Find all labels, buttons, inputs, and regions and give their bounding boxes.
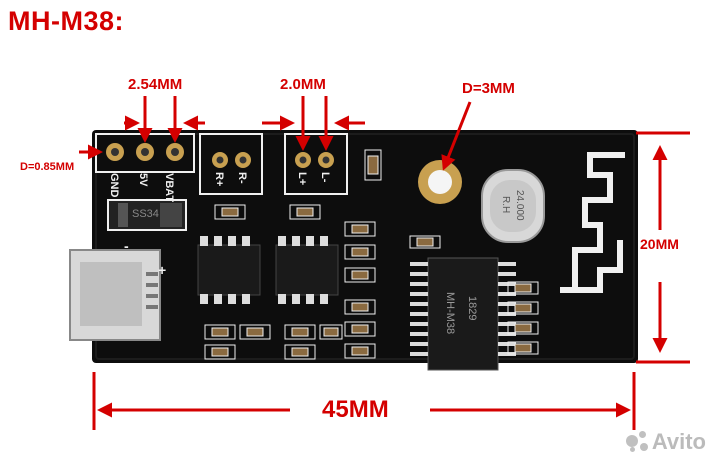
silk-r-plus: R+ [213, 172, 225, 187]
bt-chip-code: 1829 [466, 296, 478, 321]
micro-usb-port [69, 249, 161, 341]
left-speaker-pins [295, 152, 334, 168]
annotation-arrows [79, 96, 690, 430]
silk-l-plus: L+ [296, 172, 308, 186]
mounting-hole [418, 160, 462, 204]
diode-ss34 [107, 199, 187, 231]
silk-usb-plus: + [158, 262, 167, 278]
silk-r-minus: R- [236, 172, 248, 184]
power-pins [106, 143, 184, 161]
right-speaker-header-outline [199, 133, 263, 195]
crystal-brand: R.H [500, 196, 511, 214]
silk-usb-minus: - [124, 238, 129, 254]
silk-vbat: VBAT [163, 173, 175, 203]
speaker-pitch-label: 2.0MM [280, 76, 326, 93]
crystal-freq: 24.000 [514, 190, 525, 221]
avito-text: Avito [651, 429, 706, 454]
right-speaker-pins [212, 152, 251, 168]
amplifier-chip-2 [275, 236, 339, 304]
board-height-label: 20MM [640, 236, 679, 252]
silk-gnd: GND [108, 173, 120, 198]
silk-l-minus: L- [319, 172, 331, 183]
crystal-oscillator [481, 169, 545, 243]
bt-chip-name: MH-M38 [444, 292, 456, 335]
antenna-trace [560, 152, 625, 293]
silk-5v: 5V [137, 173, 149, 187]
smd-components [204, 149, 539, 360]
left-speaker-header-outline [284, 133, 348, 195]
pin-diameter-label: D=0.85MM [20, 161, 75, 173]
silk-diode: SS34 [132, 208, 159, 220]
pin-pitch-label: 2.54MM [128, 76, 183, 93]
avito-logo-icon [625, 431, 648, 453]
avito-watermark: Avito [625, 429, 706, 455]
board-width-label: 45MM [322, 396, 389, 423]
bluetooth-chip [410, 257, 516, 371]
product-title: MH-M38: [8, 6, 124, 36]
hole-diameter-label: D=3MM [462, 80, 515, 97]
amplifier-chip-1 [197, 236, 261, 304]
